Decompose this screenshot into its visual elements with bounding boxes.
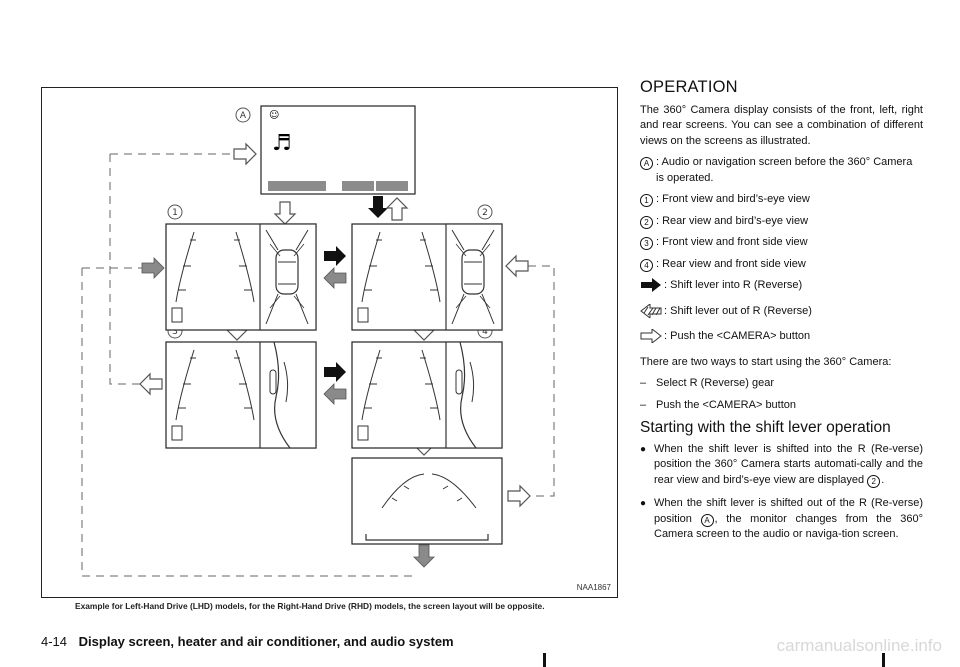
item-3: 3 : Front view and front side view (640, 235, 923, 251)
marker-2-inline: 2 (867, 474, 881, 488)
crop-mark (543, 653, 546, 667)
legend-outline-arrow: : Push the <CAMERA> button (640, 327, 923, 349)
callout-2: 2 (482, 208, 488, 218)
bullet-2: ● When the shift lever is shifted out of… (640, 497, 923, 540)
screen-1 (165, 223, 317, 331)
camera-screen-diagram: ☺ ♬ A 1 2 3 4 5 (81, 105, 555, 577)
watermark: carmanualsonline.info (776, 636, 942, 655)
callout-1: 1 (172, 208, 178, 218)
legend-hatched-arrow: : Shift lever out of R (Reverse) (640, 302, 923, 324)
way-1: –Select R (Reverse) gear (640, 377, 774, 389)
item-2-text: : Rear view and bird’s-eye view (656, 214, 809, 227)
marker-4: 4 (640, 258, 653, 272)
page-footer: 4-14 Display screen, heater and air cond… (41, 634, 454, 649)
item-3-text: : Front view and front side view (656, 236, 808, 248)
screen-3 (165, 341, 317, 449)
illustration-figure: ☺ ♬ A 1 2 3 4 5 (41, 87, 618, 598)
figure-caption: Example for Left-Hand Drive (LHD) models… (75, 601, 545, 611)
item-1-text: : Front view and bird’s-eye view (656, 193, 810, 205)
hatched-arrow-icon (640, 302, 662, 324)
item-4-text: : Rear view and front side view (656, 257, 806, 270)
heading-operation: OPERATION (640, 78, 738, 96)
figure-code: NAA1867 (576, 583, 611, 592)
bullet-1: ● When the shift lever is shifted into t… (640, 442, 923, 488)
section-title: Display screen, heater and air condition… (78, 634, 454, 649)
legend-outline-text: : Push the <CAMERA> button (664, 330, 811, 342)
marker-3: 3 (640, 237, 653, 250)
callout-4: 4 (482, 327, 488, 337)
audio-screen: ☺ ♬ (260, 105, 416, 195)
black-arrow-icon (640, 278, 662, 298)
screen-2 (351, 223, 503, 331)
way-2: –Push the <CAMERA> button (640, 398, 797, 411)
item-a-text: : Audio or navigation screen before the … (656, 156, 913, 184)
subheading: Starting with the shift lever operation (640, 419, 891, 436)
marker-2: 2 (640, 215, 653, 229)
item-1: 1 : Front view and bird’s-eye view (640, 192, 923, 208)
outline-arrow-icon (640, 327, 662, 349)
marker-a-inline: A (700, 513, 714, 527)
callout-3: 3 (172, 327, 178, 337)
legend-black-arrow: : Shift lever into R (Reverse) (640, 278, 923, 298)
marker-1: 1 (640, 194, 653, 207)
item-a: A : Audio or navigation screen before th… (640, 155, 923, 186)
item-4: 4 : Rear view and front side view (640, 257, 923, 273)
screen-5 (351, 457, 503, 545)
callout-a: A (240, 111, 247, 121)
item-2: 2 : Rear view and bird’s-eye view (640, 214, 923, 230)
operation-text-column: OPERATION The 360° Camera display consis… (640, 78, 923, 551)
marker-a: A (640, 157, 653, 170)
legend-hatched-text: : Shift lever out of R (Reverse) (664, 304, 812, 317)
svg-text:☺: ☺ (269, 110, 279, 121)
legend-black-text: : Shift lever into R (Reverse) (664, 279, 803, 291)
page-number: 4-14 (41, 634, 68, 649)
intro-paragraph: The 360° Camera display consists of the … (640, 103, 923, 147)
svg-text:♬: ♬ (272, 131, 292, 156)
ways-intro: There are two ways to start using the 36… (640, 355, 892, 368)
crop-mark (882, 653, 885, 667)
screen-4 (351, 341, 503, 449)
